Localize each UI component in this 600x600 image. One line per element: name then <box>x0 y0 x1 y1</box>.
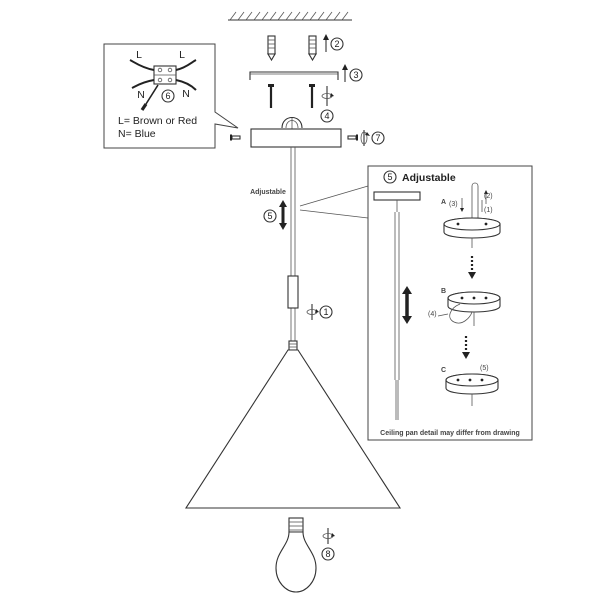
step-1-number: 1 <box>323 307 328 317</box>
step-7-marker: 7 <box>360 130 385 146</box>
wiring-l-right: L <box>179 49 185 61</box>
suspension-cord <box>290 147 296 342</box>
legend-live: L= Brown or Red <box>118 115 197 127</box>
step-7-number: 7 <box>375 133 380 143</box>
wiring-n-right: N <box>182 88 190 100</box>
detail-label-c: C <box>441 367 446 374</box>
detail-sub-5: (5) <box>480 365 489 372</box>
step-6-number: 6 <box>165 91 170 101</box>
light-bulb <box>275 517 317 593</box>
wiring-l-left: L <box>136 49 142 61</box>
detail-footer-note: Ceiling pan detail may differ from drawi… <box>380 430 520 437</box>
canopy-view-c: (5) <box>445 365 499 406</box>
detail-leader-lines <box>299 185 369 219</box>
ceiling <box>228 11 352 21</box>
detail-title: Adjustable <box>402 172 456 184</box>
detail-sub-2: (2) <box>484 193 493 200</box>
wall-plugs <box>267 35 317 62</box>
canopy-side-screw-left <box>230 134 241 141</box>
step-8-marker: 8 <box>321 528 335 561</box>
step-2-number: 2 <box>334 39 339 49</box>
step-3-marker: 3 <box>342 64 363 82</box>
mounting-bracket <box>249 71 339 80</box>
lamp-shade <box>184 340 402 509</box>
canopy-view-b: (4) <box>428 291 501 326</box>
step-3-number: 3 <box>353 70 358 80</box>
arrow-b-to-c <box>462 336 470 359</box>
detail-step-number: 5 <box>387 172 392 182</box>
detail-sub-3: (3) <box>449 201 458 208</box>
detail-sub-4: (4) <box>428 311 437 318</box>
canopy-side-screw-right <box>347 134 358 141</box>
adjustable-detail-box: 5 Adjustable A (2) (3) (1) <box>367 165 533 441</box>
wiring-callout: L L N N 6 L= Brown or Red N= Blue <box>103 43 239 149</box>
adjustable-label: Adjustable <box>250 189 286 196</box>
detail-label-a: A <box>441 199 446 206</box>
step-2-marker: 2 <box>323 34 344 52</box>
arrow-a-to-b <box>468 256 476 279</box>
step-4-marker: 4 <box>320 86 334 123</box>
ceiling-canopy <box>250 116 342 148</box>
cord-sleeve <box>287 275 299 309</box>
step-5-number: 5 <box>267 211 272 221</box>
detail-label-b: B <box>441 288 446 295</box>
step-1-marker: 1 <box>306 304 333 320</box>
canopy-view-a: (2) (3) (1) <box>443 182 501 248</box>
legend-neutral: N= Blue <box>118 128 156 140</box>
step-5-adjust-arrow: 5 <box>263 200 287 230</box>
detail-sub-1: (1) <box>484 207 493 214</box>
wiring-n-left: N <box>137 89 145 101</box>
step-4-number: 4 <box>324 111 329 121</box>
screws <box>268 84 315 108</box>
step-8-number: 8 <box>325 549 330 559</box>
